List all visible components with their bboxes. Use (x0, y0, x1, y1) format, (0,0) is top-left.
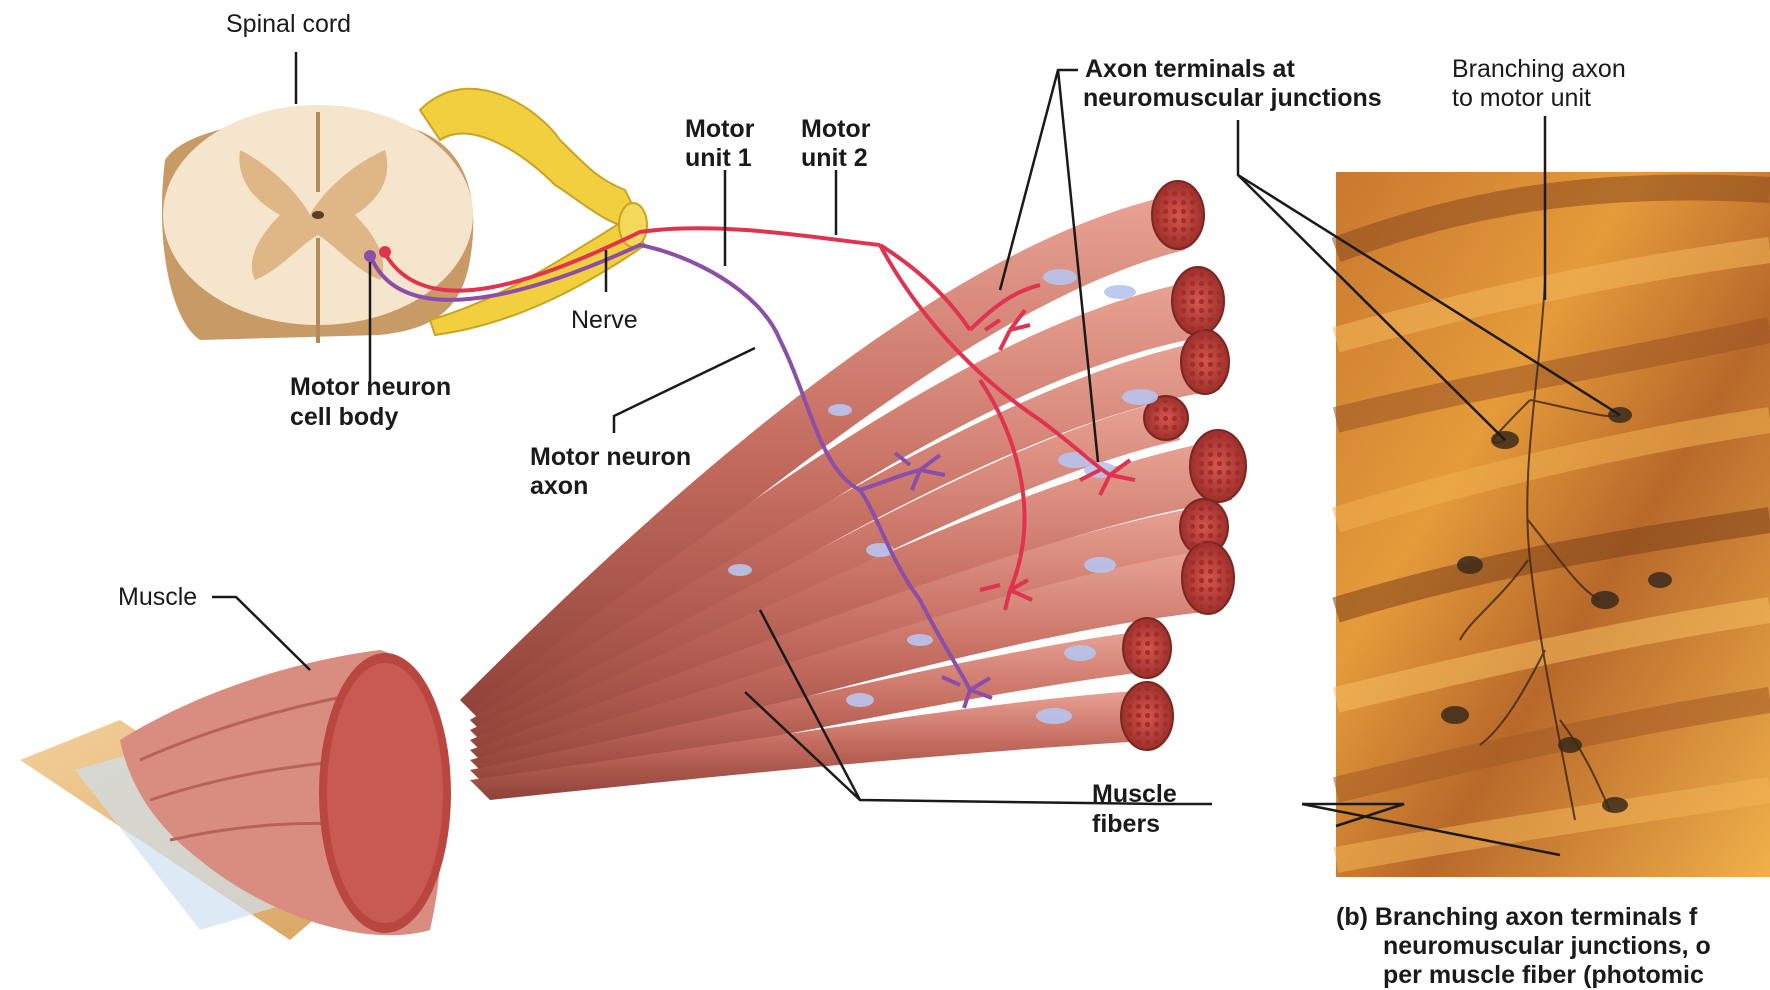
label-nerve: Nerve (571, 306, 638, 335)
label-motor-neuron-cell-body-1: Motor neuron (290, 373, 451, 402)
motor-neuron-cell-body-purple (364, 250, 376, 262)
spinal-cord (162, 105, 473, 343)
caption-line-1: (b) Branching axon terminals f (1336, 903, 1711, 932)
label-branching-axon-1: Branching axon (1452, 55, 1626, 84)
label-muscle: Muscle (118, 583, 197, 612)
label-motor-unit-1-a: Motor (685, 115, 754, 144)
label-motor-unit-2-a: Motor (801, 115, 870, 144)
label-muscle-fibers-1: Muscle (1092, 780, 1177, 809)
label-axon-terminals-2: neuromuscular junctions (1083, 84, 1382, 113)
caption-line-3: per muscle fiber (photomic (1336, 961, 1711, 990)
motor-neuron-cell-body-red (379, 246, 391, 258)
label-axon-terminals-1: Axon terminals at (1085, 55, 1295, 84)
label-muscle-fibers-2: fibers (1092, 810, 1160, 839)
label-spinal-cord: Spinal cord (226, 10, 351, 39)
label-motor-neuron-axon-2: axon (530, 472, 588, 501)
muscle-belly (120, 650, 451, 935)
label-motor-neuron-cell-body-2: cell body (290, 403, 398, 432)
label-branching-axon-2: to motor unit (1452, 84, 1591, 113)
label-motor-unit-1-b: unit 1 (685, 144, 752, 173)
caption-line-2: neuromuscular junctions, o (1336, 932, 1711, 961)
figure-caption: (b) Branching axon terminals f neuromusc… (1336, 903, 1711, 990)
label-motor-neuron-axon-1: Motor neuron (530, 443, 691, 472)
label-motor-unit-2-b: unit 2 (801, 144, 868, 173)
